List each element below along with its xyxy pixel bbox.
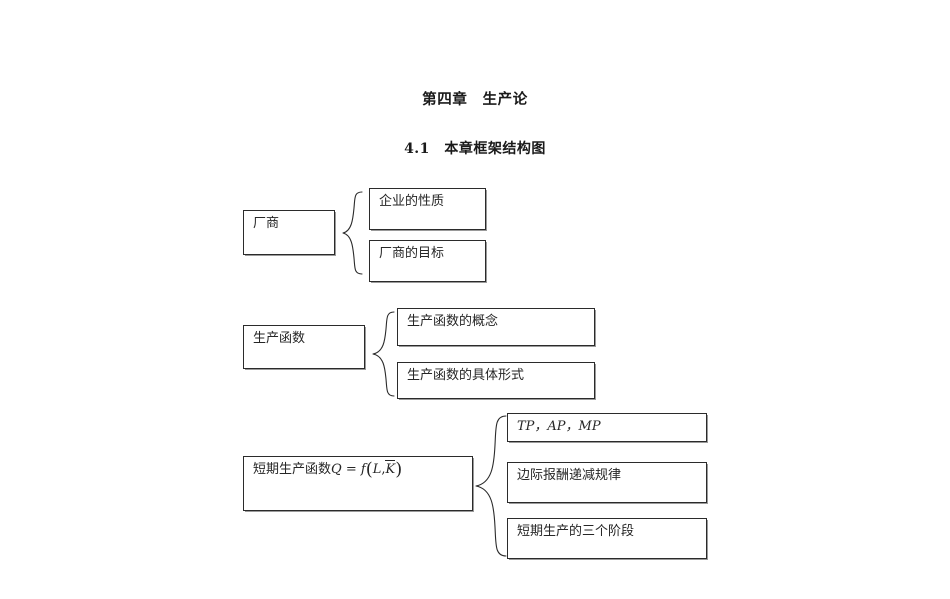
node-nature-of-enterprise: 企业的性质 [369, 188, 486, 230]
node-label: 生产函数的概念 [407, 314, 499, 329]
node-label: 厂商的目标 [379, 246, 445, 261]
section-title: 4.1 本章框架结构图 [404, 141, 546, 157]
brace-production-function [372, 311, 395, 397]
node-three-stages-of-short-run-production: 短期生产的三个阶段 [507, 518, 707, 559]
math-k-bar: K [385, 462, 396, 477]
node-label: 边际报酬递减规律 [517, 468, 622, 483]
math-f: f [360, 462, 366, 477]
math-comma: , [381, 462, 386, 477]
math-open-paren: ( [365, 459, 373, 480]
math-close-paren: ) [395, 459, 403, 480]
node-label: 短期生产的三个阶段 [517, 524, 635, 539]
chapter-title: 第四章 生产论 [422, 91, 528, 108]
node-label: 生产函数的具体形式 [407, 368, 525, 383]
node-short-run-production-function: 短期生产函数Q = f(L,K) [243, 456, 473, 511]
node-label: 短期生产函数Q = f(L,K) [253, 461, 463, 479]
node-firm-objective: 厂商的目标 [369, 240, 486, 282]
node-tp-ap-mp: TP，AP，MP [507, 413, 707, 442]
node-production-function: 生产函数 [243, 325, 365, 369]
node-label: 厂商 [253, 216, 280, 231]
node-label: 企业的性质 [379, 194, 445, 209]
node-diminishing-marginal-returns: 边际报酬递减规律 [507, 462, 707, 503]
math-equals: = [345, 462, 357, 477]
node-label: TP，AP，MP [517, 419, 601, 434]
math-l: L [372, 462, 382, 477]
node-firm: 厂商 [243, 210, 335, 255]
node-label: 生产函数 [253, 331, 306, 346]
brace-short-run-production-function [475, 415, 507, 557]
math-q: Q [331, 462, 342, 477]
brace-firm [342, 191, 363, 275]
node-label-prefix: 短期生产函数 [253, 462, 332, 477]
node-production-function-forms: 生产函数的具体形式 [397, 362, 595, 399]
node-production-function-concept: 生产函数的概念 [397, 308, 595, 346]
